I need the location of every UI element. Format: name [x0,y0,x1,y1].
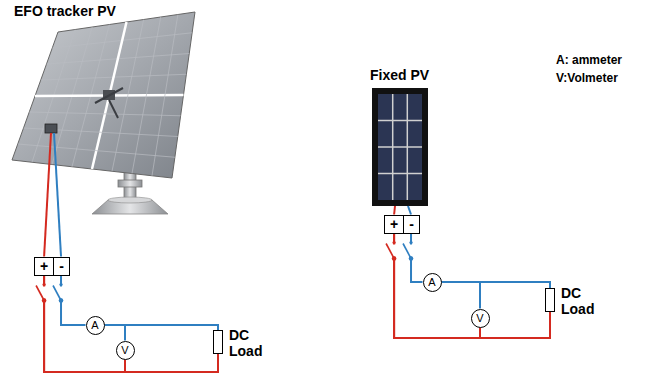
legend-note: A: ammeter [556,52,622,68]
terminal-sign: - [403,216,419,233]
tracker-panel [12,12,195,178]
cell-line [18,144,175,157]
terminal-sign: + [35,258,53,275]
cell-line [29,112,180,116]
load-resistor: DC Load [213,330,223,354]
panel-title: Fixed PV [370,66,429,84]
voltmeter-circle: V [116,341,135,360]
meter-letter: V [121,344,128,356]
positive-wire [44,276,125,373]
panel-lead [393,206,396,215]
fixed-panel-cells [378,94,422,200]
terminal-sign: + [385,216,403,233]
junction-box [45,124,57,133]
terminal-box: +- [384,215,420,234]
pole-collar [118,180,142,187]
load-label: DC Load [229,327,262,359]
positive-wire [394,234,550,339]
fixed-panel-grid [378,94,422,200]
legend-note: V:Volmeter [556,70,618,86]
ammeter-circle: A [423,273,442,292]
negative-wire [61,276,85,326]
base-top [108,197,152,203]
negative-wire [442,282,481,309]
switch-symbol [386,241,397,261]
terminal-box: +- [34,257,70,276]
fixed-panel-frame [372,88,428,206]
panel-lead [54,133,61,257]
positive-wire [394,234,480,339]
tracker-mount [95,88,123,118]
negative-wire [105,325,126,341]
cell-line [112,20,144,172]
terminal-sign: - [53,258,69,275]
meter-letter: A [428,276,435,288]
voltmeter-circle: V [471,309,490,328]
switch-symbol [36,283,47,303]
ammeter-circle: A [86,316,105,335]
meter-letter: A [91,319,98,331]
panel-lead [408,206,411,215]
load-resistor: DC Load [545,288,555,312]
switch-symbol [53,283,64,303]
load-label: DC Load [561,285,594,317]
panel-title: EFO tracker PV [14,2,116,20]
switch-symbol [403,241,414,261]
panel-grid [18,15,192,176]
meter-letter: V [476,312,483,324]
positive-wire [44,276,218,373]
cell-line [152,15,178,176]
panel-lead [44,133,51,257]
